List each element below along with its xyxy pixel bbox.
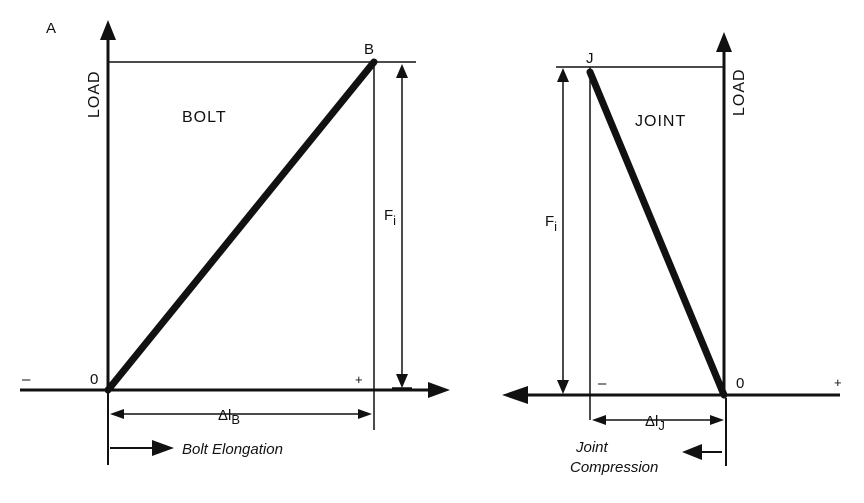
joint-force-arrow-up <box>557 68 569 82</box>
joint-force-arrow-down <box>557 380 569 394</box>
bolt-elongation-arrowhead <box>152 440 174 456</box>
joint-stiffness-line <box>586 68 728 399</box>
bolt-delta-arrow-right <box>358 409 372 419</box>
joint-compression-label-line2: Compression <box>570 459 658 476</box>
joint-minus-label: – <box>598 375 607 392</box>
bolt-horizontal-axis-arrowhead <box>428 382 450 398</box>
bolt-load-axis-label: LOAD <box>86 70 103 118</box>
joint-load-axis-label: LOAD <box>731 68 748 116</box>
joint-compression-arrowhead <box>682 444 702 460</box>
joint-horizontal-axis-arrowhead <box>502 386 528 404</box>
bolt-delta-arrow-left <box>110 409 124 419</box>
joint-title: JOINT <box>635 113 686 130</box>
bolt-origin-label: 0 <box>90 371 98 388</box>
bolt-elongation-label: Bolt Elongation <box>182 441 283 458</box>
bolt-load-axis-arrowhead <box>100 20 116 40</box>
joint-compression-label-line1: Joint <box>575 439 609 456</box>
joint-delta-arrow-right <box>710 415 724 425</box>
bolt-point-b-label: B <box>364 41 374 58</box>
bolt-stiffness-line <box>104 58 378 394</box>
joint-plus-label: + <box>834 375 842 390</box>
bolt-force-label: Fi <box>384 207 396 228</box>
joint-diagram: LOAD JOINT J 0 – + Fi ΔlJ Joint Compress… <box>502 32 842 476</box>
bolt-force-arrow-up <box>396 64 408 78</box>
bolt-minus-label: – <box>22 371 31 388</box>
joint-point-j-label: J <box>586 50 594 67</box>
joint-origin-label: 0 <box>736 375 744 392</box>
joint-load-axis-arrowhead <box>716 32 732 52</box>
bolt-corner-label: A <box>46 20 56 37</box>
bolt-diagram: A LOAD BOLT B 0 – + Fi ΔlB Bolt Elongati… <box>20 20 450 465</box>
bolt-title: BOLT <box>182 109 227 126</box>
bolt-force-arrow-down <box>396 374 408 388</box>
joint-force-label: Fi <box>545 213 557 234</box>
joint-delta-label: ΔlJ <box>645 413 665 433</box>
bolt-delta-label: ΔlB <box>218 407 240 427</box>
joint-delta-arrow-left <box>592 415 606 425</box>
bolt-plus-label: + <box>355 372 363 387</box>
